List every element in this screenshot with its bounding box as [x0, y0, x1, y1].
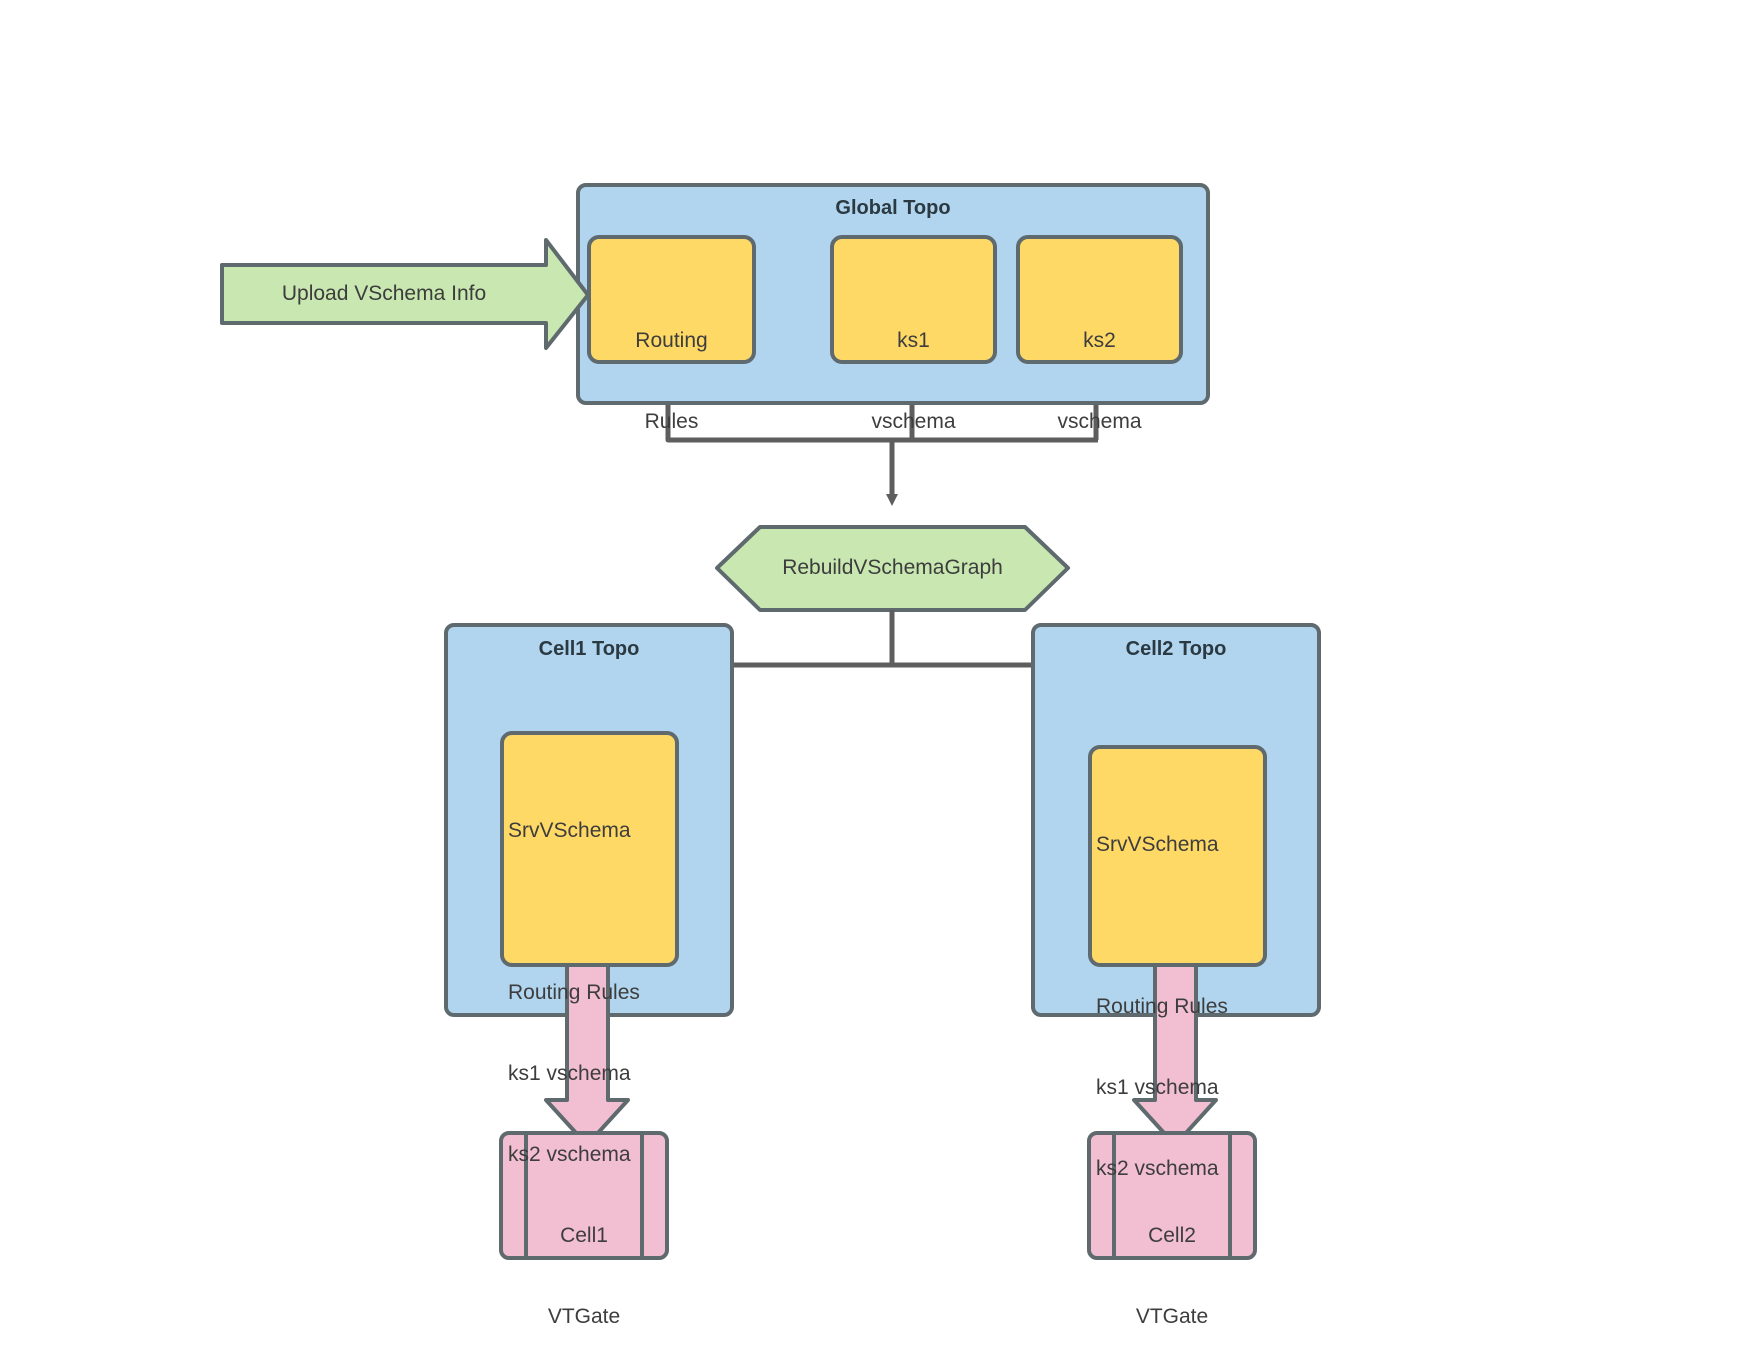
cell2-vtgate-node[interactable]	[1087, 1131, 1257, 1260]
cell1-srvvschema-to-vtgate-arrow	[544, 963, 630, 1147]
cell2-srvvschema-to-vtgate-arrow	[1132, 963, 1218, 1147]
cell1-vtgate-node[interactable]	[499, 1131, 669, 1260]
cell2-srvvschema-node[interactable]	[1088, 745, 1267, 967]
upload-vschema-arrow-shape[interactable]	[220, 238, 590, 350]
cell1-srvvschema-node[interactable]	[500, 731, 679, 967]
rebuild-vschema-graph-hexagon[interactable]	[715, 525, 1070, 612]
routing-rules-node[interactable]	[587, 235, 756, 364]
ks2-vschema-node[interactable]	[1016, 235, 1183, 364]
ks1-vschema-node[interactable]	[830, 235, 997, 364]
